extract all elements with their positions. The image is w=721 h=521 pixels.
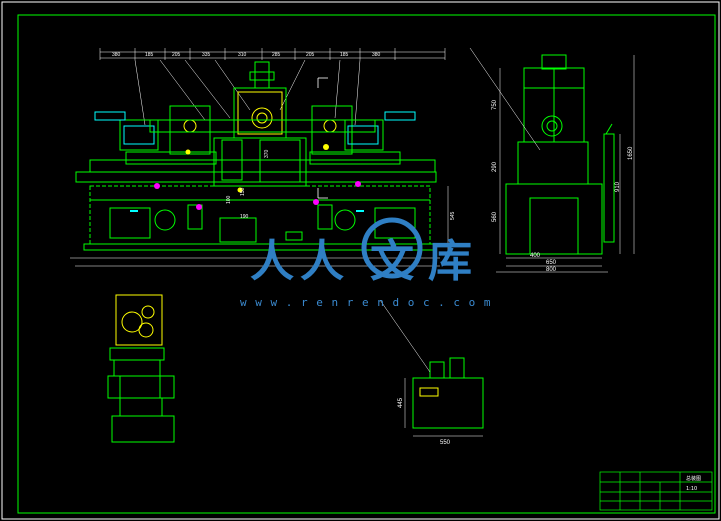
dim-185-right: 185 bbox=[340, 52, 349, 58]
dim-650: 650 bbox=[546, 260, 557, 266]
watermark-char-3: 文 bbox=[370, 236, 414, 287]
dim-445: 445 bbox=[398, 397, 404, 408]
front-dimensions: 380 185 205 335 310 285 205 185 380 370 … bbox=[112, 52, 456, 220]
dim-150: 150 bbox=[240, 187, 246, 196]
side-view bbox=[469, 47, 635, 273]
watermark-char-4: 库 bbox=[428, 236, 472, 287]
dim-205-left: 205 bbox=[172, 52, 181, 58]
dim-380-left: 380 bbox=[112, 52, 121, 58]
dim-370: 370 bbox=[264, 149, 270, 158]
dim-290: 290 bbox=[492, 161, 498, 172]
watermark: 人 人 文 库 w w w . r e n r e n d o c . c o … bbox=[240, 217, 492, 309]
tank-view bbox=[379, 299, 484, 437]
title-block-scale: 1:10 bbox=[686, 486, 697, 492]
dim-190: 190 bbox=[240, 214, 249, 220]
dim-800: 800 bbox=[546, 267, 557, 273]
dim-910: 910 bbox=[615, 181, 621, 192]
dim-185-left: 185 bbox=[145, 52, 154, 58]
dim-335: 335 bbox=[202, 52, 211, 58]
watermark-char-1: 人 bbox=[250, 236, 294, 287]
watermark-ring-icon bbox=[361, 217, 423, 279]
title-block bbox=[599, 471, 713, 511]
dim-380-right: 380 bbox=[372, 52, 381, 58]
dim-285: 285 bbox=[272, 52, 281, 58]
dim-750: 750 bbox=[492, 99, 498, 110]
dim-400: 400 bbox=[530, 253, 541, 259]
dim-545: 545 bbox=[450, 211, 456, 220]
dim-205-right: 205 bbox=[306, 52, 315, 58]
watermark-url: w w w . r e n r e n d o c . c o m bbox=[240, 296, 492, 309]
side-dimensions: 750 290 560 1650 910 400 650 800 bbox=[492, 99, 634, 273]
dim-550: 550 bbox=[440, 440, 451, 446]
gearbox-view bbox=[107, 294, 175, 443]
tank-dimensions: 445 550 bbox=[398, 397, 451, 446]
dim-1650: 1650 bbox=[628, 146, 634, 160]
dim-310: 310 bbox=[238, 52, 247, 58]
drawing-frame bbox=[17, 14, 716, 514]
dim-100: 100 bbox=[226, 195, 232, 204]
front-view bbox=[70, 48, 449, 267]
watermark-char-2: 人 bbox=[300, 236, 344, 287]
title-block-name: 总装图 bbox=[686, 475, 701, 482]
dim-560: 560 bbox=[492, 211, 498, 222]
